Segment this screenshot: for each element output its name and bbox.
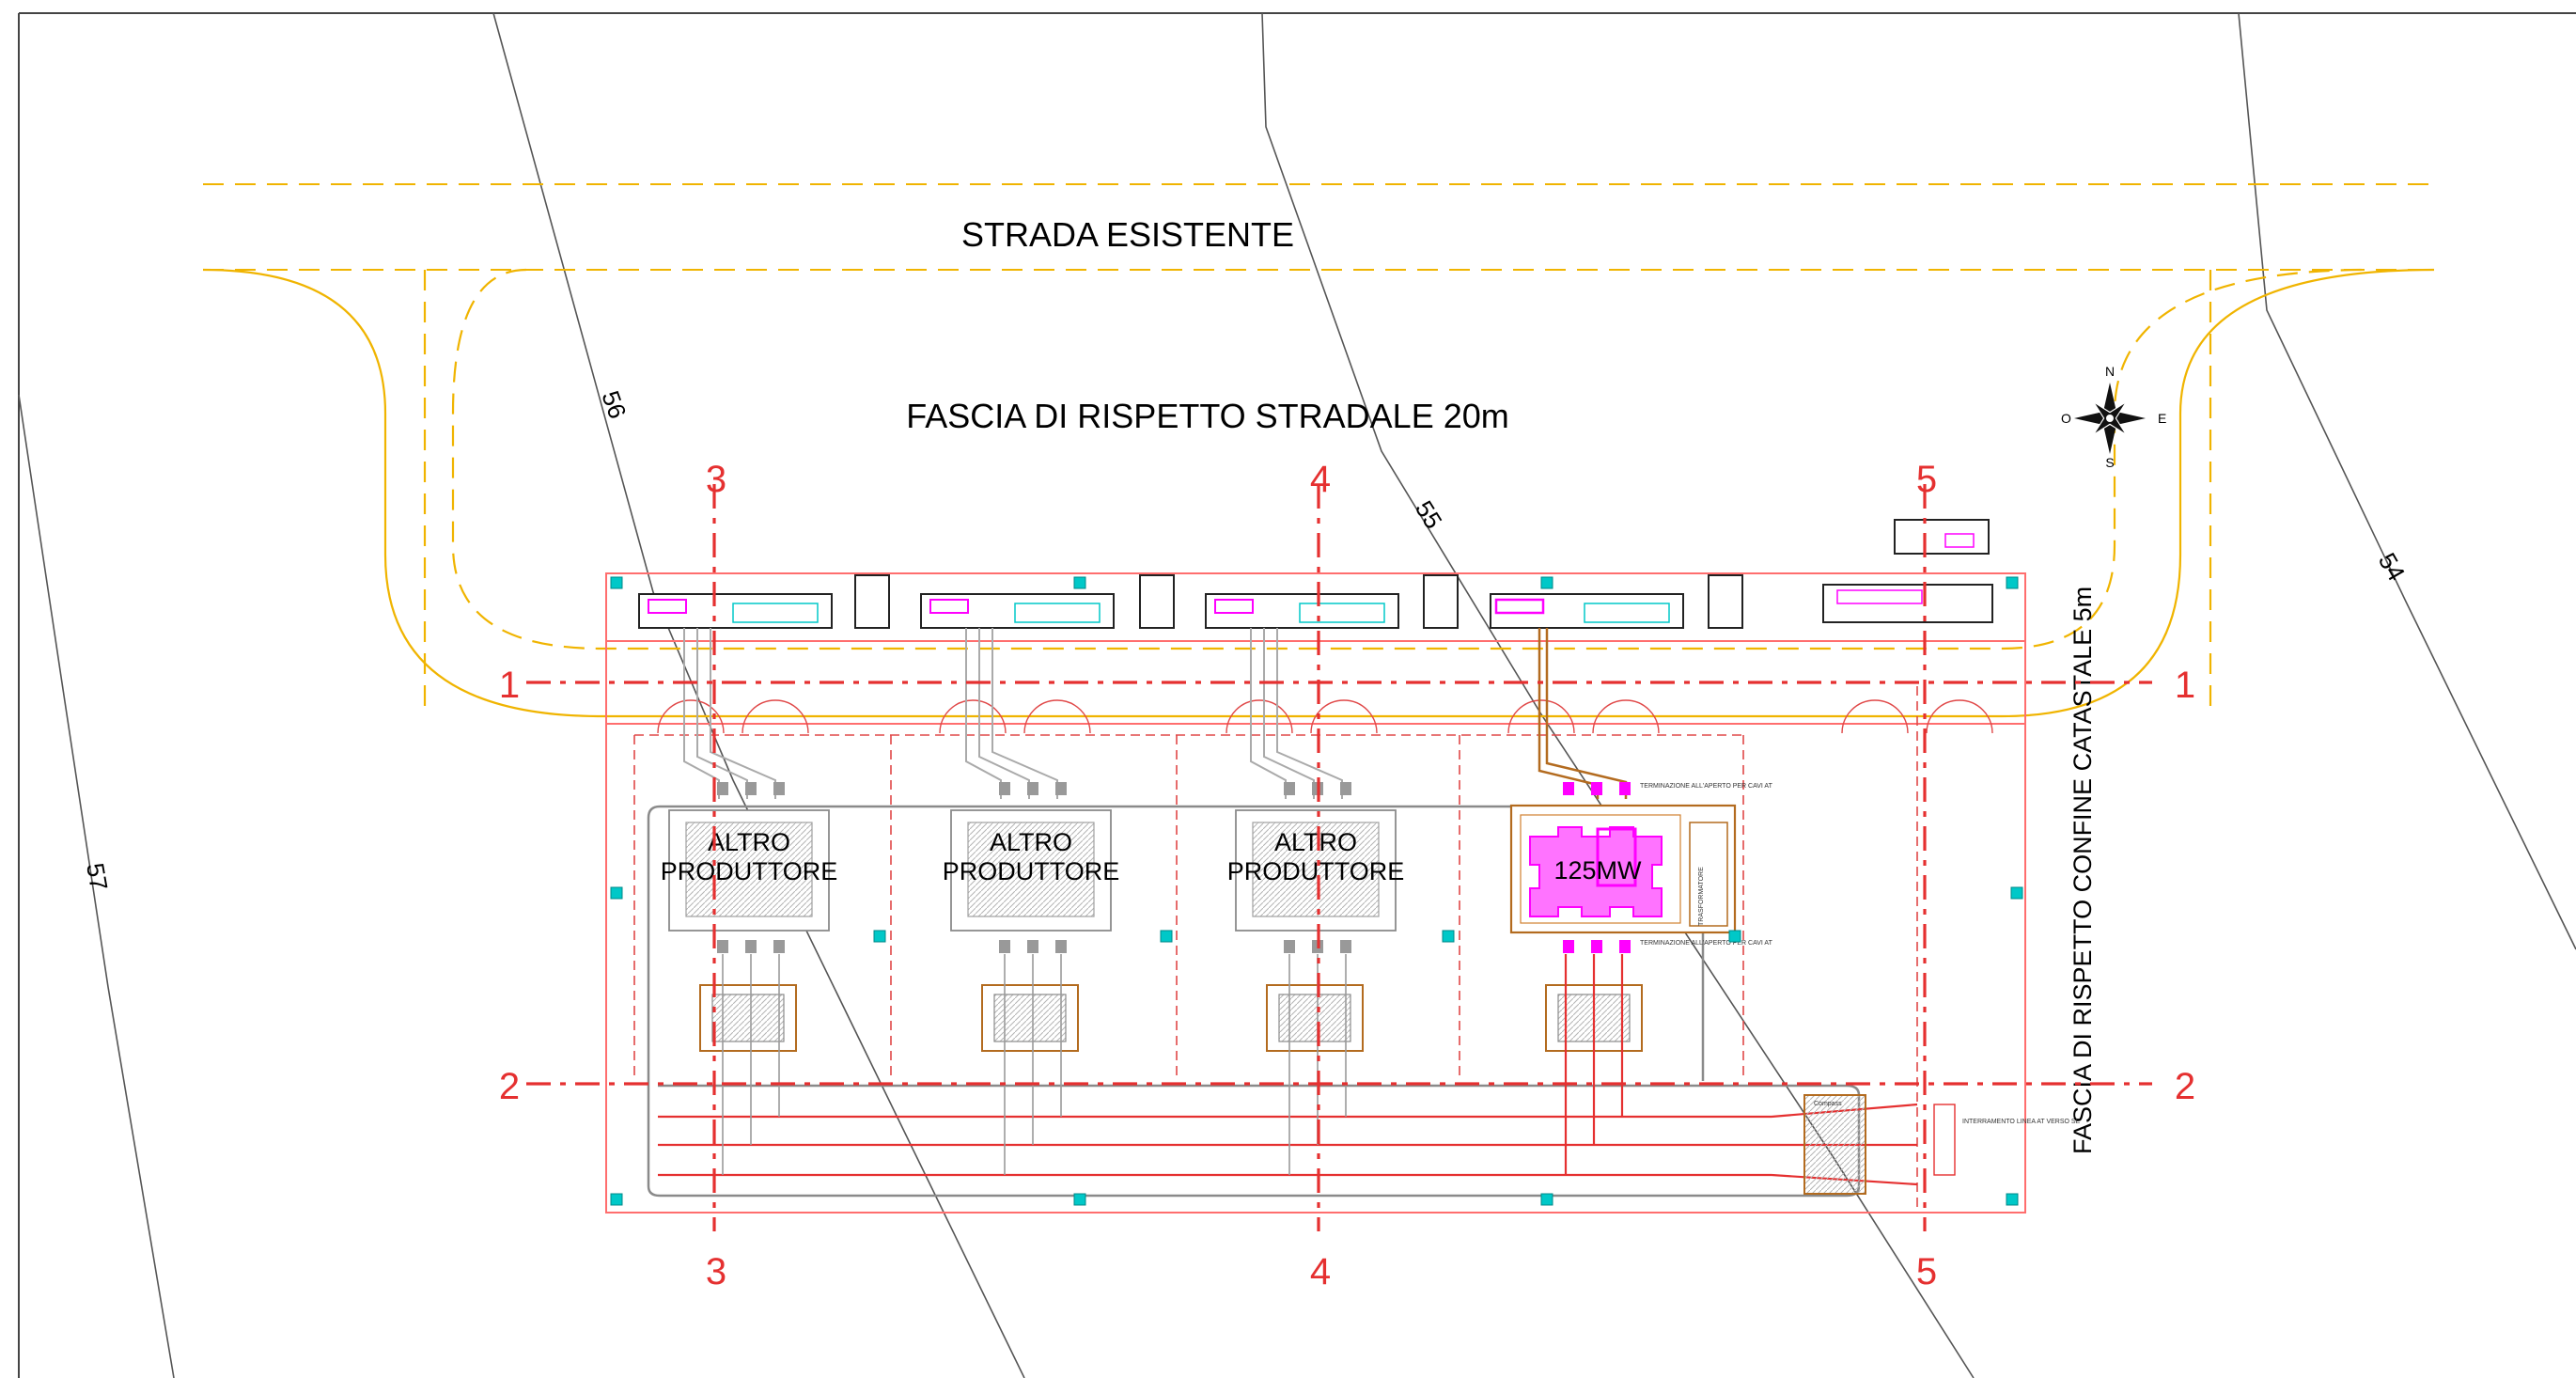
compass-west: O [2061, 411, 2071, 426]
section-lines [526, 484, 2152, 1231]
main-unit-note-top: TERMINAZIONE ALL'APERTO PER CAVI AT [1640, 783, 1773, 790]
cabin-3 [1205, 574, 1459, 629]
road-buffer-label: FASCIA DI RISPETTO STRADALE 20m [906, 397, 1509, 435]
section-1-right: 1 [2175, 665, 2195, 706]
section-2-left: 2 [499, 1066, 520, 1107]
contour-label-57: 57 [81, 861, 114, 893]
substation-box [1803, 1094, 1956, 1195]
contour-label-55: 55 [1410, 495, 1448, 533]
cabin-2 [920, 574, 1175, 629]
road-label: STRADA ESISTENTE [961, 215, 1294, 254]
producer-1-line2: PRODUTTORE [661, 857, 838, 885]
producer-3-line2: PRODUTTORE [1227, 857, 1405, 885]
producer-block-3 [1235, 809, 1397, 1052]
cable-bundles [683, 628, 1343, 799]
grey-terminals [717, 782, 1351, 953]
main-unit-side-label: TRASFORMATORE [1698, 867, 1705, 926]
internal-fences [633, 686, 1918, 1213]
producer-2-line2: PRODUTTORE [943, 857, 1120, 885]
drawing-frame [18, 12, 2576, 1378]
section-4-top: 4 [1310, 459, 1331, 500]
cabin-5 [1822, 519, 1993, 623]
line-note: INTERRAMENTO LINEA AT VERSO SE [1962, 1119, 2081, 1125]
cadastral-buffer-label: FASCIA DI RISPETTO CONFINE CATASTALE 5m [2069, 587, 2097, 1154]
cyan-markers [610, 576, 2023, 1206]
section-4-bottom: 4 [1310, 1251, 1331, 1292]
substation-box-label: Compass [1814, 1101, 1842, 1107]
section-1-left: 1 [499, 665, 520, 706]
contour-label-54: 54 [2373, 548, 2411, 586]
producer-2-line1: ALTRO [990, 828, 1072, 856]
terminals [1563, 782, 1631, 953]
compass-rose [2074, 383, 2146, 454]
road-buffer-zone [202, 268, 2435, 718]
cabin-1 [638, 574, 890, 629]
main-unit-capacity: 125MW [1553, 856, 1642, 885]
producer-block-1 [668, 809, 830, 1052]
cabins-row [638, 519, 1993, 629]
producer-3-line1: ALTRO [1274, 828, 1357, 856]
site-boundary [605, 572, 2026, 1214]
contour-label-56: 56 [596, 387, 632, 422]
main-cable-bundle [1538, 628, 1628, 799]
section-2-right: 2 [2175, 1066, 2195, 1107]
busbars [658, 954, 1918, 1186]
section-3-top: 3 [706, 459, 726, 500]
main-unit-note-bottom: TERMINAZIONE ALL'APERTO PER CAVI AT [1640, 940, 1773, 947]
gate-arcs [657, 699, 1993, 734]
producer-block-2 [950, 809, 1112, 1052]
existing-road [203, 183, 2434, 271]
section-5-bottom: 5 [1916, 1251, 1937, 1292]
section-5-top: 5 [1916, 459, 1937, 500]
cabin-4 [1490, 574, 1743, 629]
producer-1-line1: ALTRO [708, 828, 790, 856]
compass-east: E [2158, 411, 2166, 426]
compass-south: S [2105, 455, 2114, 470]
grey-feeders [722, 954, 1347, 1175]
section-3-bottom: 3 [706, 1251, 726, 1292]
compass-north: N [2105, 364, 2115, 379]
